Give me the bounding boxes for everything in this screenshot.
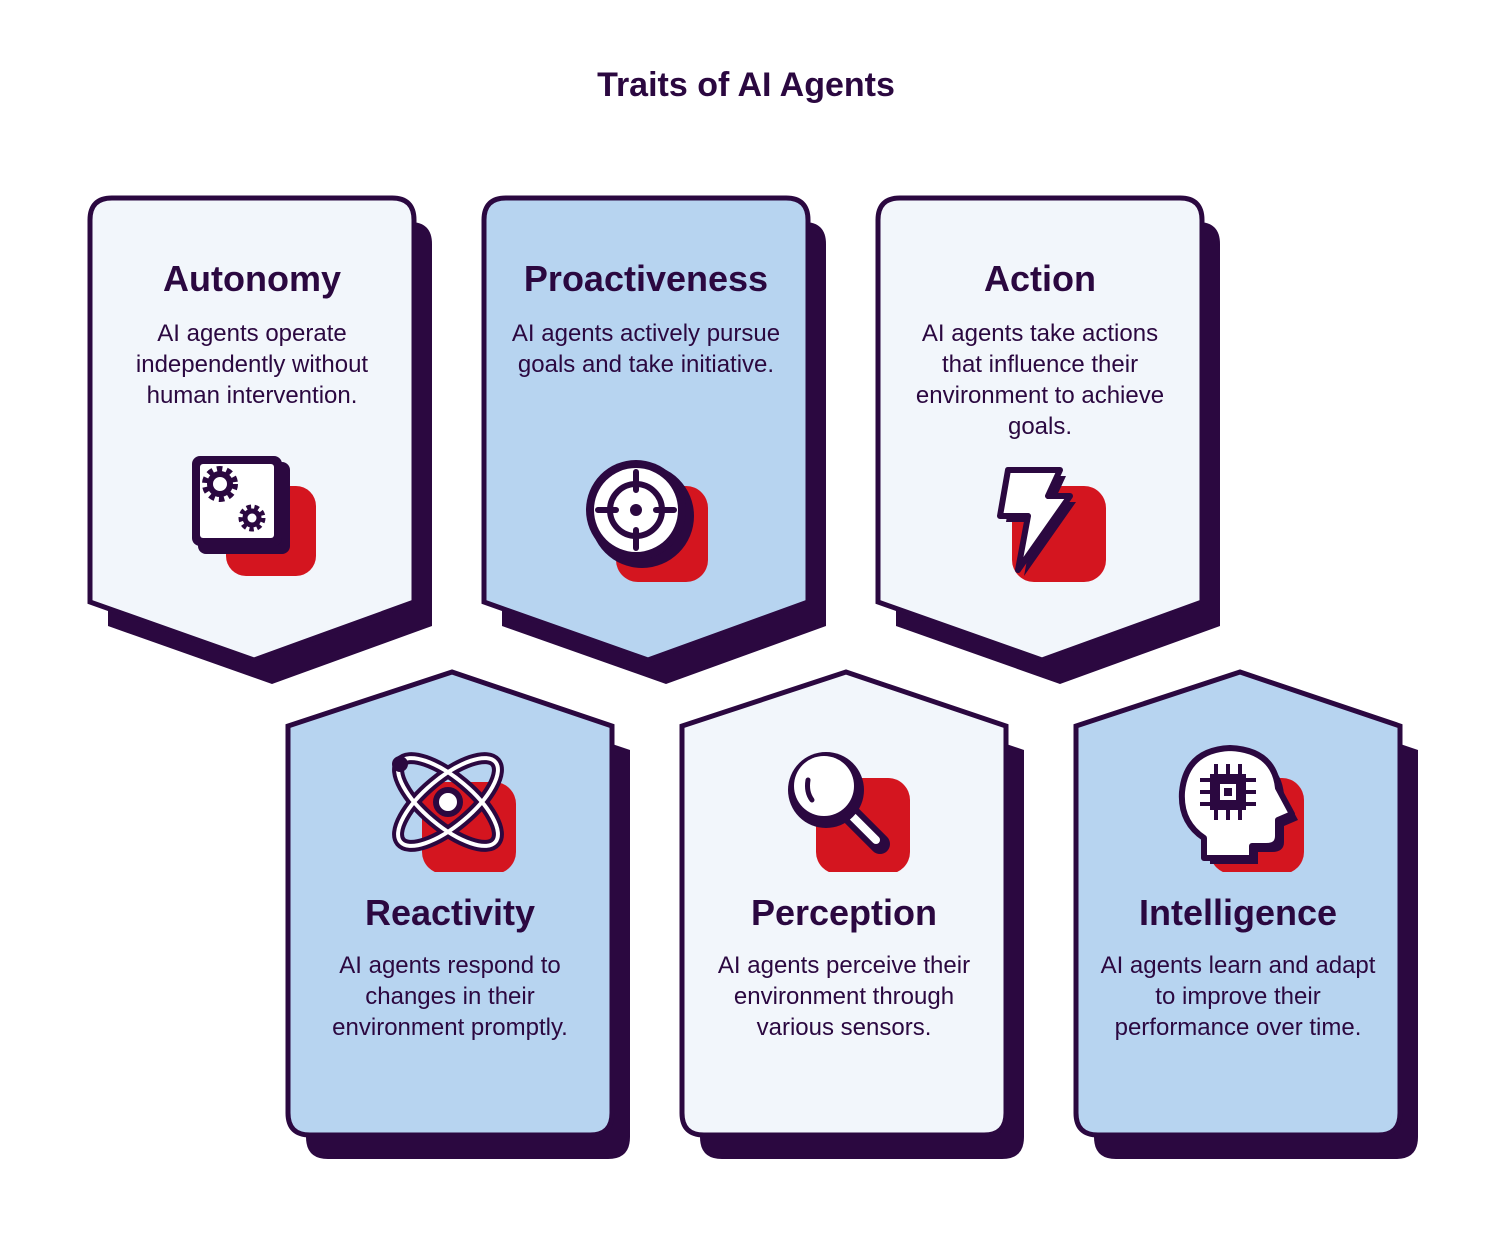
card-autonomy: Autonomy AI agents operate independently… (87, 195, 440, 688)
card-intelligence: Intelligence AI agents learn and adapt t… (1073, 669, 1426, 1162)
magnifier-icon (788, 752, 910, 872)
card-title: Reactivity (364, 892, 536, 933)
card-title: Proactiveness (523, 258, 769, 299)
target-icon (586, 460, 708, 582)
card-action: Action AI agents take actions that influ… (875, 195, 1228, 688)
card-description: AI agents take actions that influence th… (915, 320, 1165, 440)
card-description: AI agents perceive their environment thr… (717, 952, 971, 1041)
card-description: AI agents respond to changes in their en… (332, 952, 568, 1041)
card-title: Intelligence (1138, 892, 1338, 933)
atom-icon (392, 752, 516, 872)
card-title: Autonomy (163, 258, 341, 299)
diagram-title: Traits of AI Agents (597, 66, 895, 104)
card-reactivity: Reactivity AI agents respond to changes … (285, 669, 638, 1162)
gears-icon (192, 456, 316, 576)
card-description: AI agents learn and adapt to improve the… (1100, 952, 1376, 1041)
card-title: Perception (750, 892, 938, 933)
card-description: AI agents actively pursue goals and take… (511, 320, 781, 378)
lightning-icon (997, 467, 1106, 582)
card-description: AI agents operate independently without … (135, 320, 369, 409)
card-perception: Perception AI agents perceive their envi… (679, 669, 1032, 1162)
card-title: Action (984, 258, 1096, 299)
brain-chip-icon (1178, 745, 1304, 872)
card-proactiveness: Proactiveness AI agents actively pursue … (481, 195, 834, 688)
